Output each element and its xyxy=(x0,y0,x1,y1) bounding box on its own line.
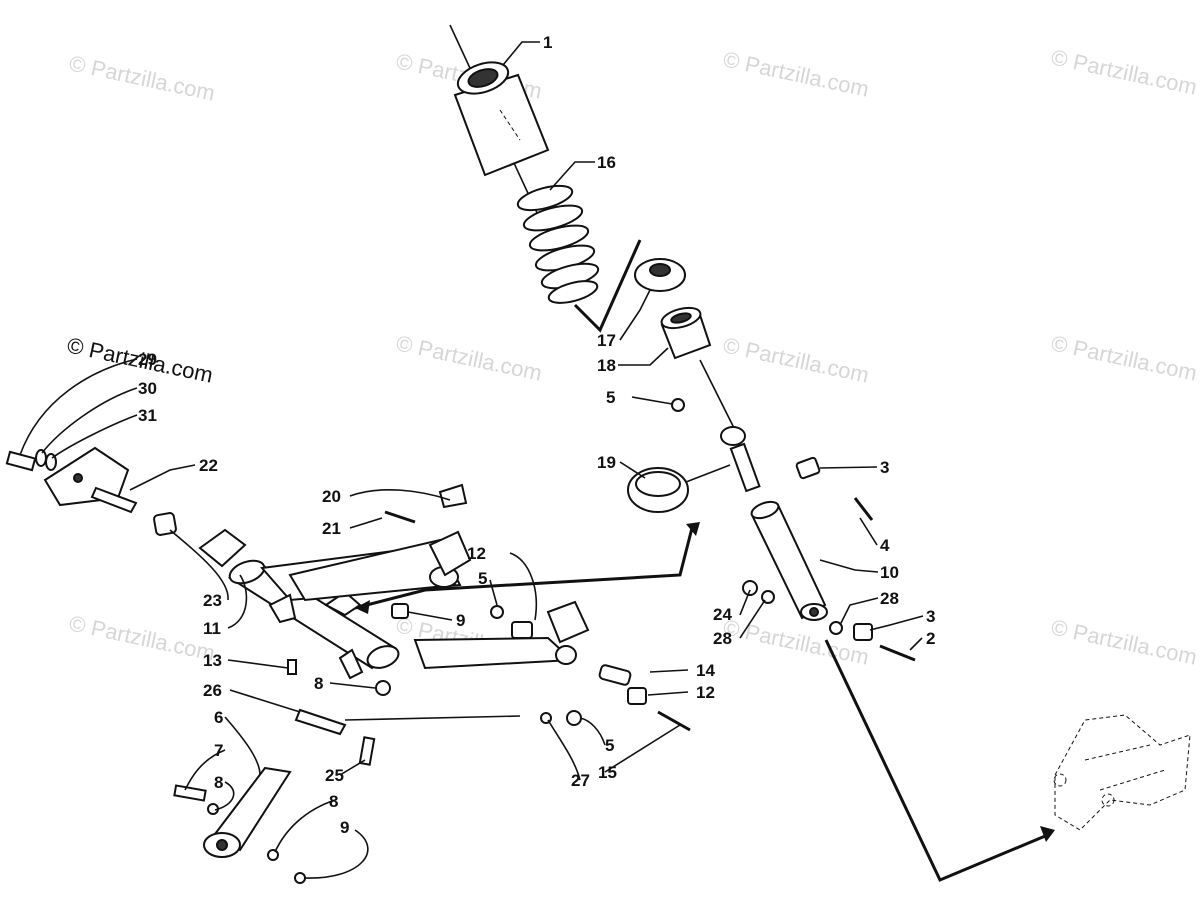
watermark: © Partzilla.com xyxy=(1049,614,1199,669)
callout-23: 23 xyxy=(203,591,222,610)
bolt-washers-left xyxy=(5,449,57,472)
callout-9: 9 xyxy=(340,818,349,837)
callout-17: 17 xyxy=(597,331,616,350)
callout-20: 20 xyxy=(322,487,341,506)
callout-4: 4 xyxy=(880,536,890,555)
callout-12: 12 xyxy=(696,683,715,702)
callout-5: 5 xyxy=(606,388,615,407)
callout-22: 22 xyxy=(199,456,218,475)
callout-11: 11 xyxy=(203,619,221,638)
callout-24: 24 xyxy=(713,605,732,624)
frame-reference-ghost xyxy=(1053,714,1191,831)
watermark: © Partzilla.com xyxy=(67,50,217,105)
callout-12: 12 xyxy=(467,544,486,563)
callout-31: 31 xyxy=(138,406,157,425)
callout-3: 3 xyxy=(880,458,889,477)
callout-28: 28 xyxy=(880,589,899,608)
lower-hardware xyxy=(287,603,691,732)
callout-10: 10 xyxy=(880,563,899,582)
callout-19: 19 xyxy=(597,453,616,472)
bolt-26-part xyxy=(294,708,521,736)
callout-8: 8 xyxy=(329,792,338,811)
spacer-tube-part xyxy=(90,486,138,514)
upper-arm-part xyxy=(288,530,472,602)
watermark: © Partzilla.com xyxy=(1049,330,1199,385)
callout-5: 5 xyxy=(478,569,487,588)
mounting-plate-part xyxy=(43,446,130,507)
rubber-bumper-part xyxy=(627,464,731,513)
watermark: © Partzilla.com xyxy=(1049,44,1199,99)
callout-28: 28 xyxy=(713,629,732,648)
callout-25: 25 xyxy=(325,766,344,785)
adjuster-nut-part xyxy=(634,258,686,292)
watermark: © Partzilla.com xyxy=(721,614,871,669)
callout-5: 5 xyxy=(605,736,614,755)
small-hardware-right xyxy=(671,398,916,662)
leader-lines xyxy=(19,41,924,879)
callout-8: 8 xyxy=(314,674,323,693)
watermark: © Partzilla.com xyxy=(721,332,871,387)
callout-21: 21 xyxy=(322,519,341,538)
callout-16: 16 xyxy=(597,153,616,172)
callout-labels: 1 16 17 18 5 19 3 4 10 24 28 28 3 2 29 3… xyxy=(138,33,935,837)
watermark: © Partzilla.com xyxy=(721,46,871,101)
callout-3: 3 xyxy=(926,607,935,626)
callout-13: 13 xyxy=(203,651,222,670)
callout-27: 27 xyxy=(571,771,590,790)
threaded-collar-part xyxy=(660,306,712,360)
callout-30: 30 xyxy=(138,379,157,398)
clamp-part xyxy=(384,483,468,524)
lower-arm-part xyxy=(413,600,590,670)
callout-26: 26 xyxy=(203,681,222,700)
callout-9: 9 xyxy=(456,611,465,630)
coil-spring-part xyxy=(516,184,642,333)
callout-2: 2 xyxy=(926,629,935,648)
callout-6: 6 xyxy=(214,708,223,727)
watermark: © Partzilla.com xyxy=(67,610,217,665)
rubber-boot-part xyxy=(449,24,550,231)
callout-1: 1 xyxy=(543,33,552,52)
callout-15: 15 xyxy=(598,763,617,782)
shock-absorber-part xyxy=(699,359,828,621)
assembly-arrows xyxy=(354,522,1055,882)
callout-14: 14 xyxy=(696,661,715,680)
callout-8: 8 xyxy=(214,773,223,792)
callout-7: 7 xyxy=(214,741,223,760)
steering-arm-part xyxy=(173,736,376,884)
callout-18: 18 xyxy=(597,356,616,375)
callout-29: 29 xyxy=(138,350,157,369)
watermark: © Partzilla.com xyxy=(394,330,544,385)
